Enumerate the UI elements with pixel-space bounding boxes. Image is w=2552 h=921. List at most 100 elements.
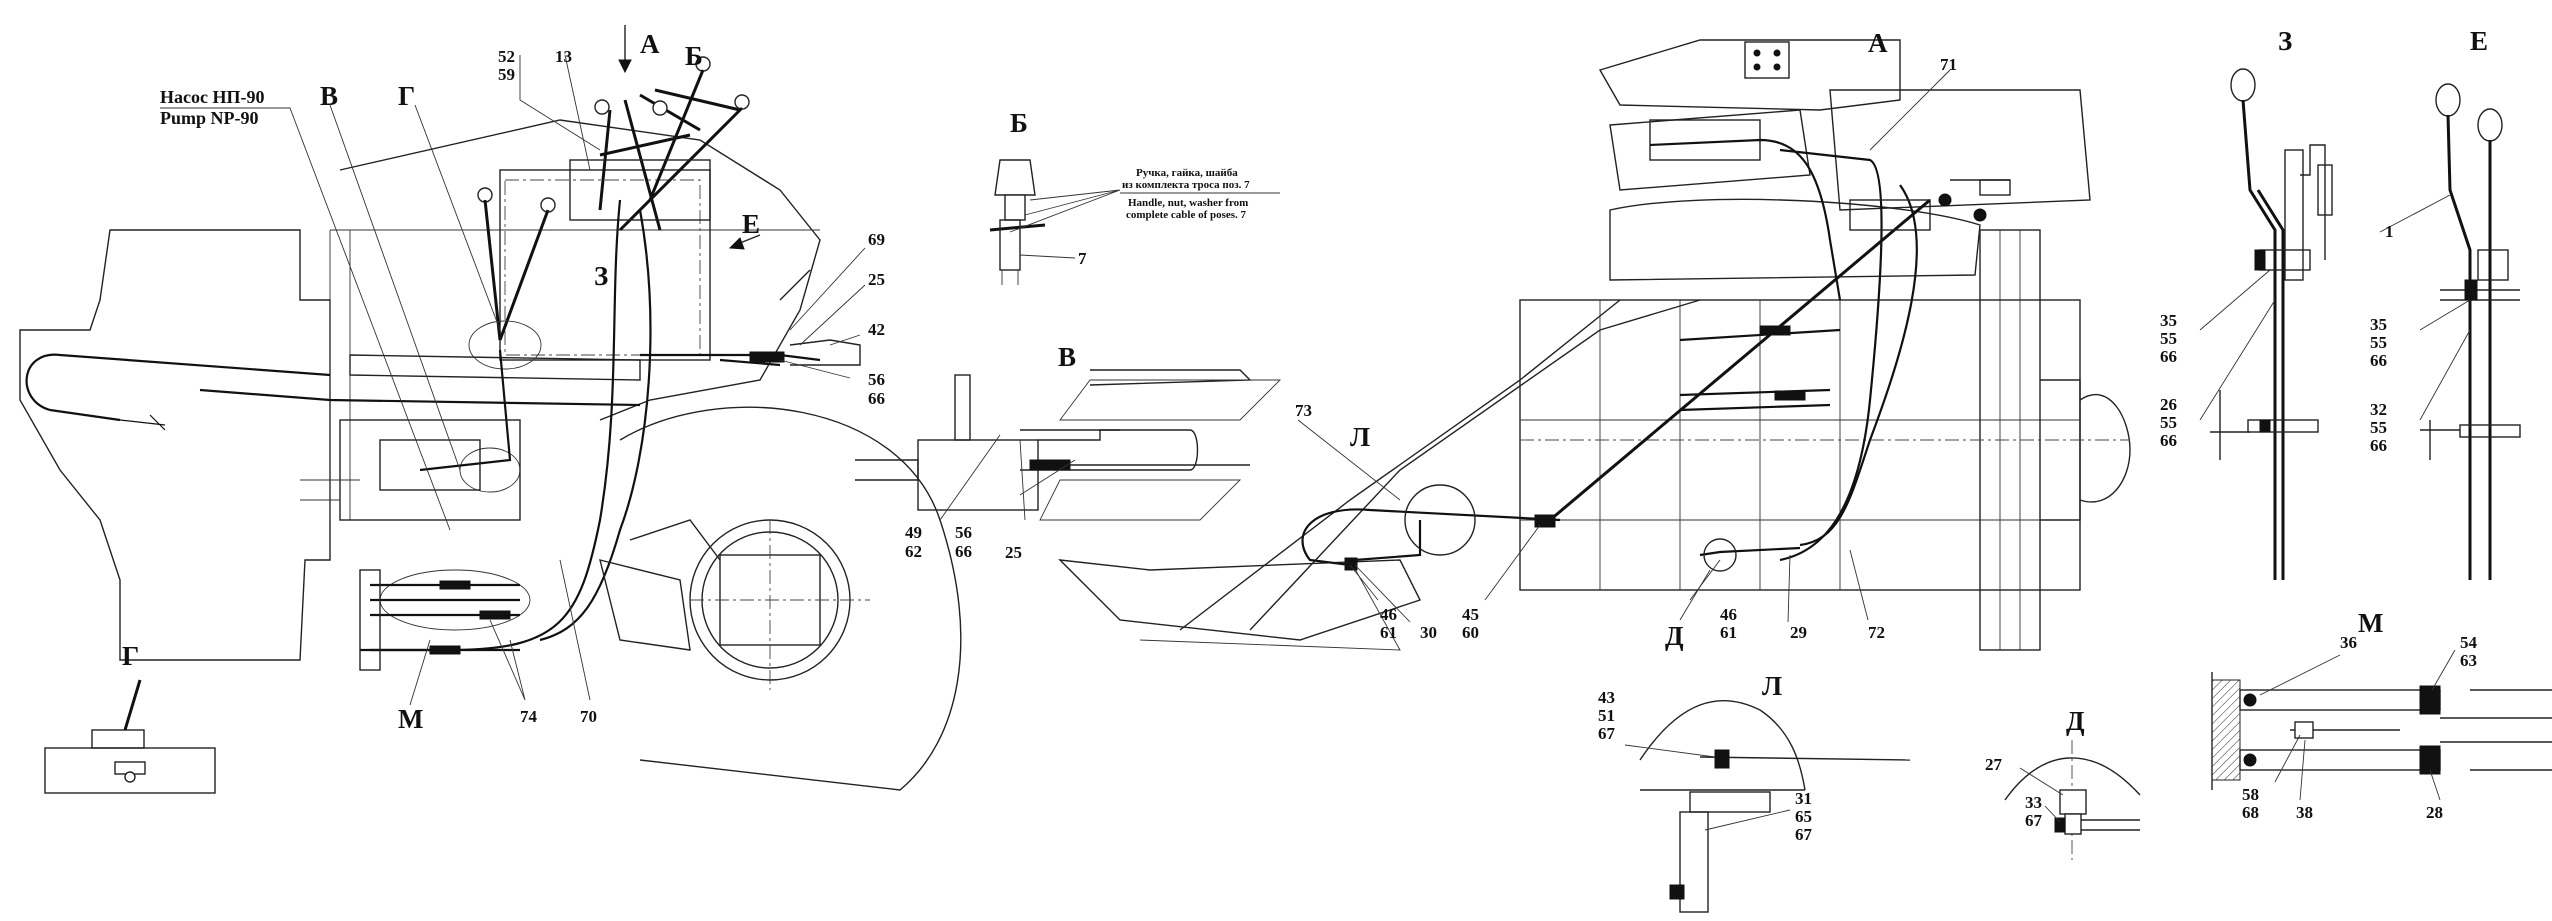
leader-71 xyxy=(1869,69,1951,151)
cable-70 xyxy=(360,199,622,652)
knob xyxy=(1938,193,1952,207)
block-E xyxy=(2477,249,2509,281)
pos-label: 31 xyxy=(1795,789,1812,808)
pos-label: 66 xyxy=(2370,351,2387,370)
arrow-A-head xyxy=(618,59,632,74)
fitting xyxy=(1534,514,1556,528)
pos-label: 66 xyxy=(955,542,972,561)
side-bracket xyxy=(2300,144,2326,260)
detail-G xyxy=(44,679,216,794)
leader-pump xyxy=(160,107,451,531)
lever-box xyxy=(1849,199,1931,231)
pos-label: 73 xyxy=(1295,401,1312,420)
bolt xyxy=(1753,63,1761,71)
cab-roof xyxy=(1598,39,1901,111)
detail-V-leaders xyxy=(939,434,1076,521)
bracket xyxy=(1979,179,2011,196)
wall-M xyxy=(2211,679,2241,781)
leader-74 xyxy=(489,619,526,701)
leader-25 xyxy=(799,284,866,346)
pos-label: 66 xyxy=(2160,347,2177,366)
view-letter: З xyxy=(2278,26,2292,56)
detail-B xyxy=(989,159,1280,285)
pos-label: 67 xyxy=(1598,724,1616,743)
pos-label: 55 xyxy=(2370,333,2387,352)
support xyxy=(2210,390,2250,460)
detail-V-pump xyxy=(917,439,1039,511)
view-letter: Б xyxy=(1010,108,1028,138)
knob xyxy=(2477,108,2503,142)
nut xyxy=(1669,884,1685,900)
detail-V-panel-2 xyxy=(1039,479,1242,521)
lever-Z xyxy=(2241,99,2285,580)
lever-E xyxy=(2446,114,2492,580)
view-letter: М xyxy=(398,704,423,734)
pump-label-en: Pump NP-90 xyxy=(160,108,259,128)
leader-D xyxy=(1679,569,1711,621)
detail-b-note: Handle, nut, washer from xyxy=(1128,197,1248,209)
support-E xyxy=(2420,420,2460,460)
frame-grid xyxy=(1520,300,2080,590)
detail-B-plate xyxy=(989,223,1046,232)
view-letter: Л xyxy=(1762,671,1782,701)
detail-V-shaft xyxy=(855,459,919,481)
pos-label: 71 xyxy=(1940,55,1957,74)
lower-clamp-E xyxy=(2459,424,2521,438)
nut xyxy=(2054,817,2066,833)
pos-label: 1 xyxy=(2385,222,2394,241)
pos-label: 35 xyxy=(2160,311,2177,330)
detail-marker-V xyxy=(459,447,521,493)
view-letter: Г xyxy=(122,641,139,671)
pos-label: 70 xyxy=(580,707,597,726)
pos-label: 56 xyxy=(868,370,885,389)
pos-label: 43 xyxy=(1598,688,1615,707)
leader-72 xyxy=(1849,549,1869,621)
pos-label: 61 xyxy=(1720,623,1737,642)
bolt xyxy=(2243,693,2257,707)
leaders-Z xyxy=(2199,269,2276,421)
fender-line xyxy=(1139,559,1401,651)
seat-back xyxy=(1609,198,1981,281)
coupling xyxy=(2294,721,2314,739)
lever-knob xyxy=(477,187,493,203)
leaders-E xyxy=(2379,194,2471,421)
gear-linkage xyxy=(629,519,721,561)
clamp-E xyxy=(2440,289,2520,301)
pos-label: 32 xyxy=(2370,400,2387,419)
detail-M xyxy=(2211,649,2552,801)
pos-label: 35 xyxy=(2370,315,2387,334)
pos-label: 25 xyxy=(868,270,885,289)
pos-label: 27 xyxy=(1985,755,2003,774)
detail-E xyxy=(2379,83,2521,580)
cable-diagonal xyxy=(1549,198,1931,522)
pos-label: 66 xyxy=(2160,431,2177,450)
pos-label: 45 xyxy=(1462,605,1479,624)
nut xyxy=(2419,685,2441,715)
detail-B-nut xyxy=(1004,194,1026,221)
pos-label: 60 xyxy=(1462,623,1479,642)
fender-shape xyxy=(1058,559,1421,641)
cable-71a xyxy=(1649,138,1842,301)
cable-29 xyxy=(1699,546,1801,557)
right-main-view xyxy=(1058,39,2131,651)
pos-label: 46 xyxy=(1720,605,1737,624)
small-lever xyxy=(779,269,811,301)
pos-label: 42 xyxy=(868,320,885,339)
dome-L xyxy=(1639,699,1806,791)
detail-marker-L xyxy=(1404,484,1476,556)
detail-marker-G xyxy=(468,320,542,370)
view-letter: М xyxy=(2358,608,2383,638)
bolt xyxy=(2243,753,2257,767)
pos-label: 30 xyxy=(1420,623,1437,642)
detail-b-note: Ручка, гайка, шайба xyxy=(1136,167,1238,179)
leaders-D xyxy=(2019,767,2064,823)
lever-knob xyxy=(652,100,668,116)
body-slant xyxy=(1249,299,1701,631)
fitting xyxy=(439,580,471,590)
nut xyxy=(2259,419,2271,433)
leader-M xyxy=(409,639,431,706)
arrow-E-head xyxy=(728,237,745,250)
lever-Z-rod xyxy=(2284,149,2304,281)
leader-46-61-b xyxy=(1689,559,1721,601)
nut xyxy=(2419,745,2441,775)
